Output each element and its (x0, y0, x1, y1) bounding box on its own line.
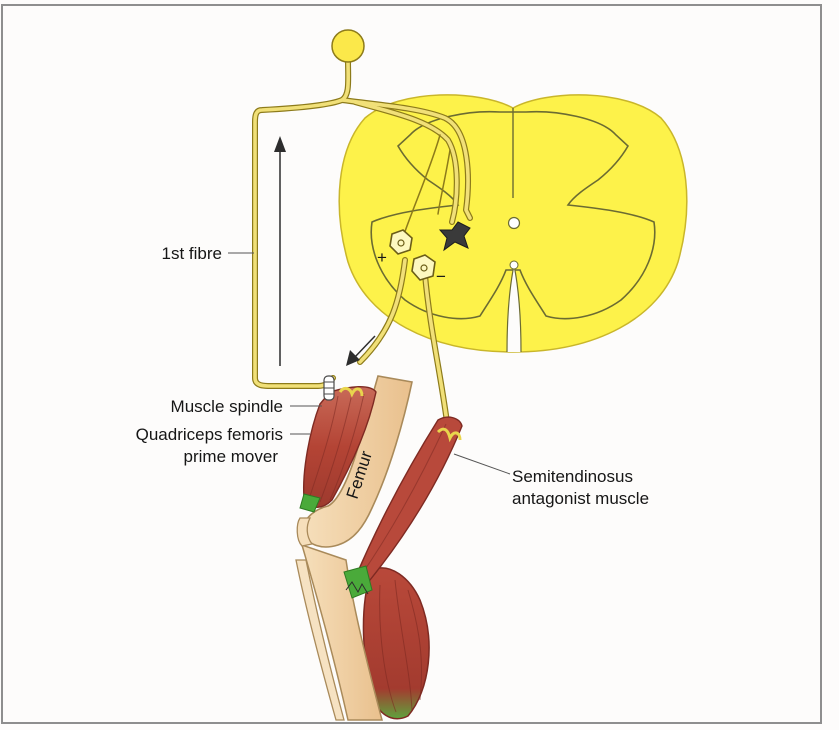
label-first-fibre: 1st fibre (162, 244, 222, 263)
excitatory-sign: + (377, 248, 387, 267)
label-muscle-spindle: Muscle spindle (171, 397, 283, 416)
label-semitendinosus-line1: Semitendinosus (512, 467, 633, 486)
label-semitendinosus-line2: antagonist muscle (512, 489, 649, 508)
label-quadriceps-line1: Quadriceps femoris (136, 425, 283, 444)
fissure-tip (510, 261, 518, 269)
dorsal-root-ganglion (332, 30, 364, 62)
inhibitory-sign: − (436, 267, 446, 286)
label-quadriceps-line2: prime mover (184, 447, 279, 466)
central-canal (509, 218, 520, 229)
